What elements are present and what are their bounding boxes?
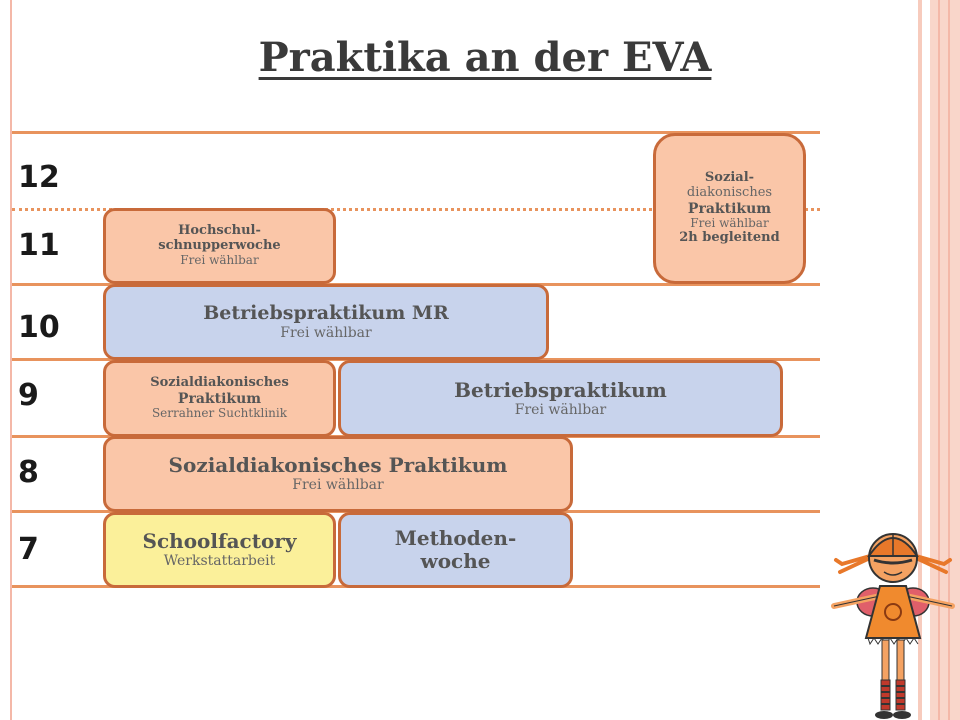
block-methodenwoche: Methoden- woche [338, 512, 573, 588]
block-sozialdiakonisch-12: Sozial- diakonisches Praktikum Frei wähl… [653, 133, 806, 284]
grade-label-10: 10 [18, 310, 60, 345]
block-betriebspraktikum-9: Betriebspraktikum Frei wählbar [338, 360, 783, 437]
left-margin-line [10, 0, 12, 720]
right-stripe [918, 0, 922, 720]
page-title: Praktika an der EVA [258, 34, 712, 81]
block-schoolfactory: Schoolfactory Werkstattarbeit [103, 512, 336, 588]
mascot-figure-illustration [831, 533, 955, 719]
grade-label-11: 11 [18, 228, 60, 263]
block-sozialdiakonisch-9: Sozialdiakonisches Praktikum Serrahner S… [103, 360, 336, 437]
grade-label-7: 7 [18, 532, 39, 567]
grid-line-dotted [12, 208, 820, 211]
right-stripe [948, 0, 950, 720]
grade-label-9: 9 [18, 378, 39, 413]
grade-label-8: 8 [18, 455, 39, 490]
block-sozialdiakonisch-8: Sozialdiakonisches Praktikum Frei wählba… [103, 436, 573, 512]
block-hochschulschnupperwoche: Hochschul- schnupperwoche Frei wählbar [103, 208, 336, 284]
block-betriebspraktikum-mr: Betriebspraktikum MR Frei wählbar [103, 284, 549, 360]
grid-line [12, 131, 820, 134]
grade-label-12: 12 [18, 160, 60, 195]
right-stripe [938, 0, 940, 720]
